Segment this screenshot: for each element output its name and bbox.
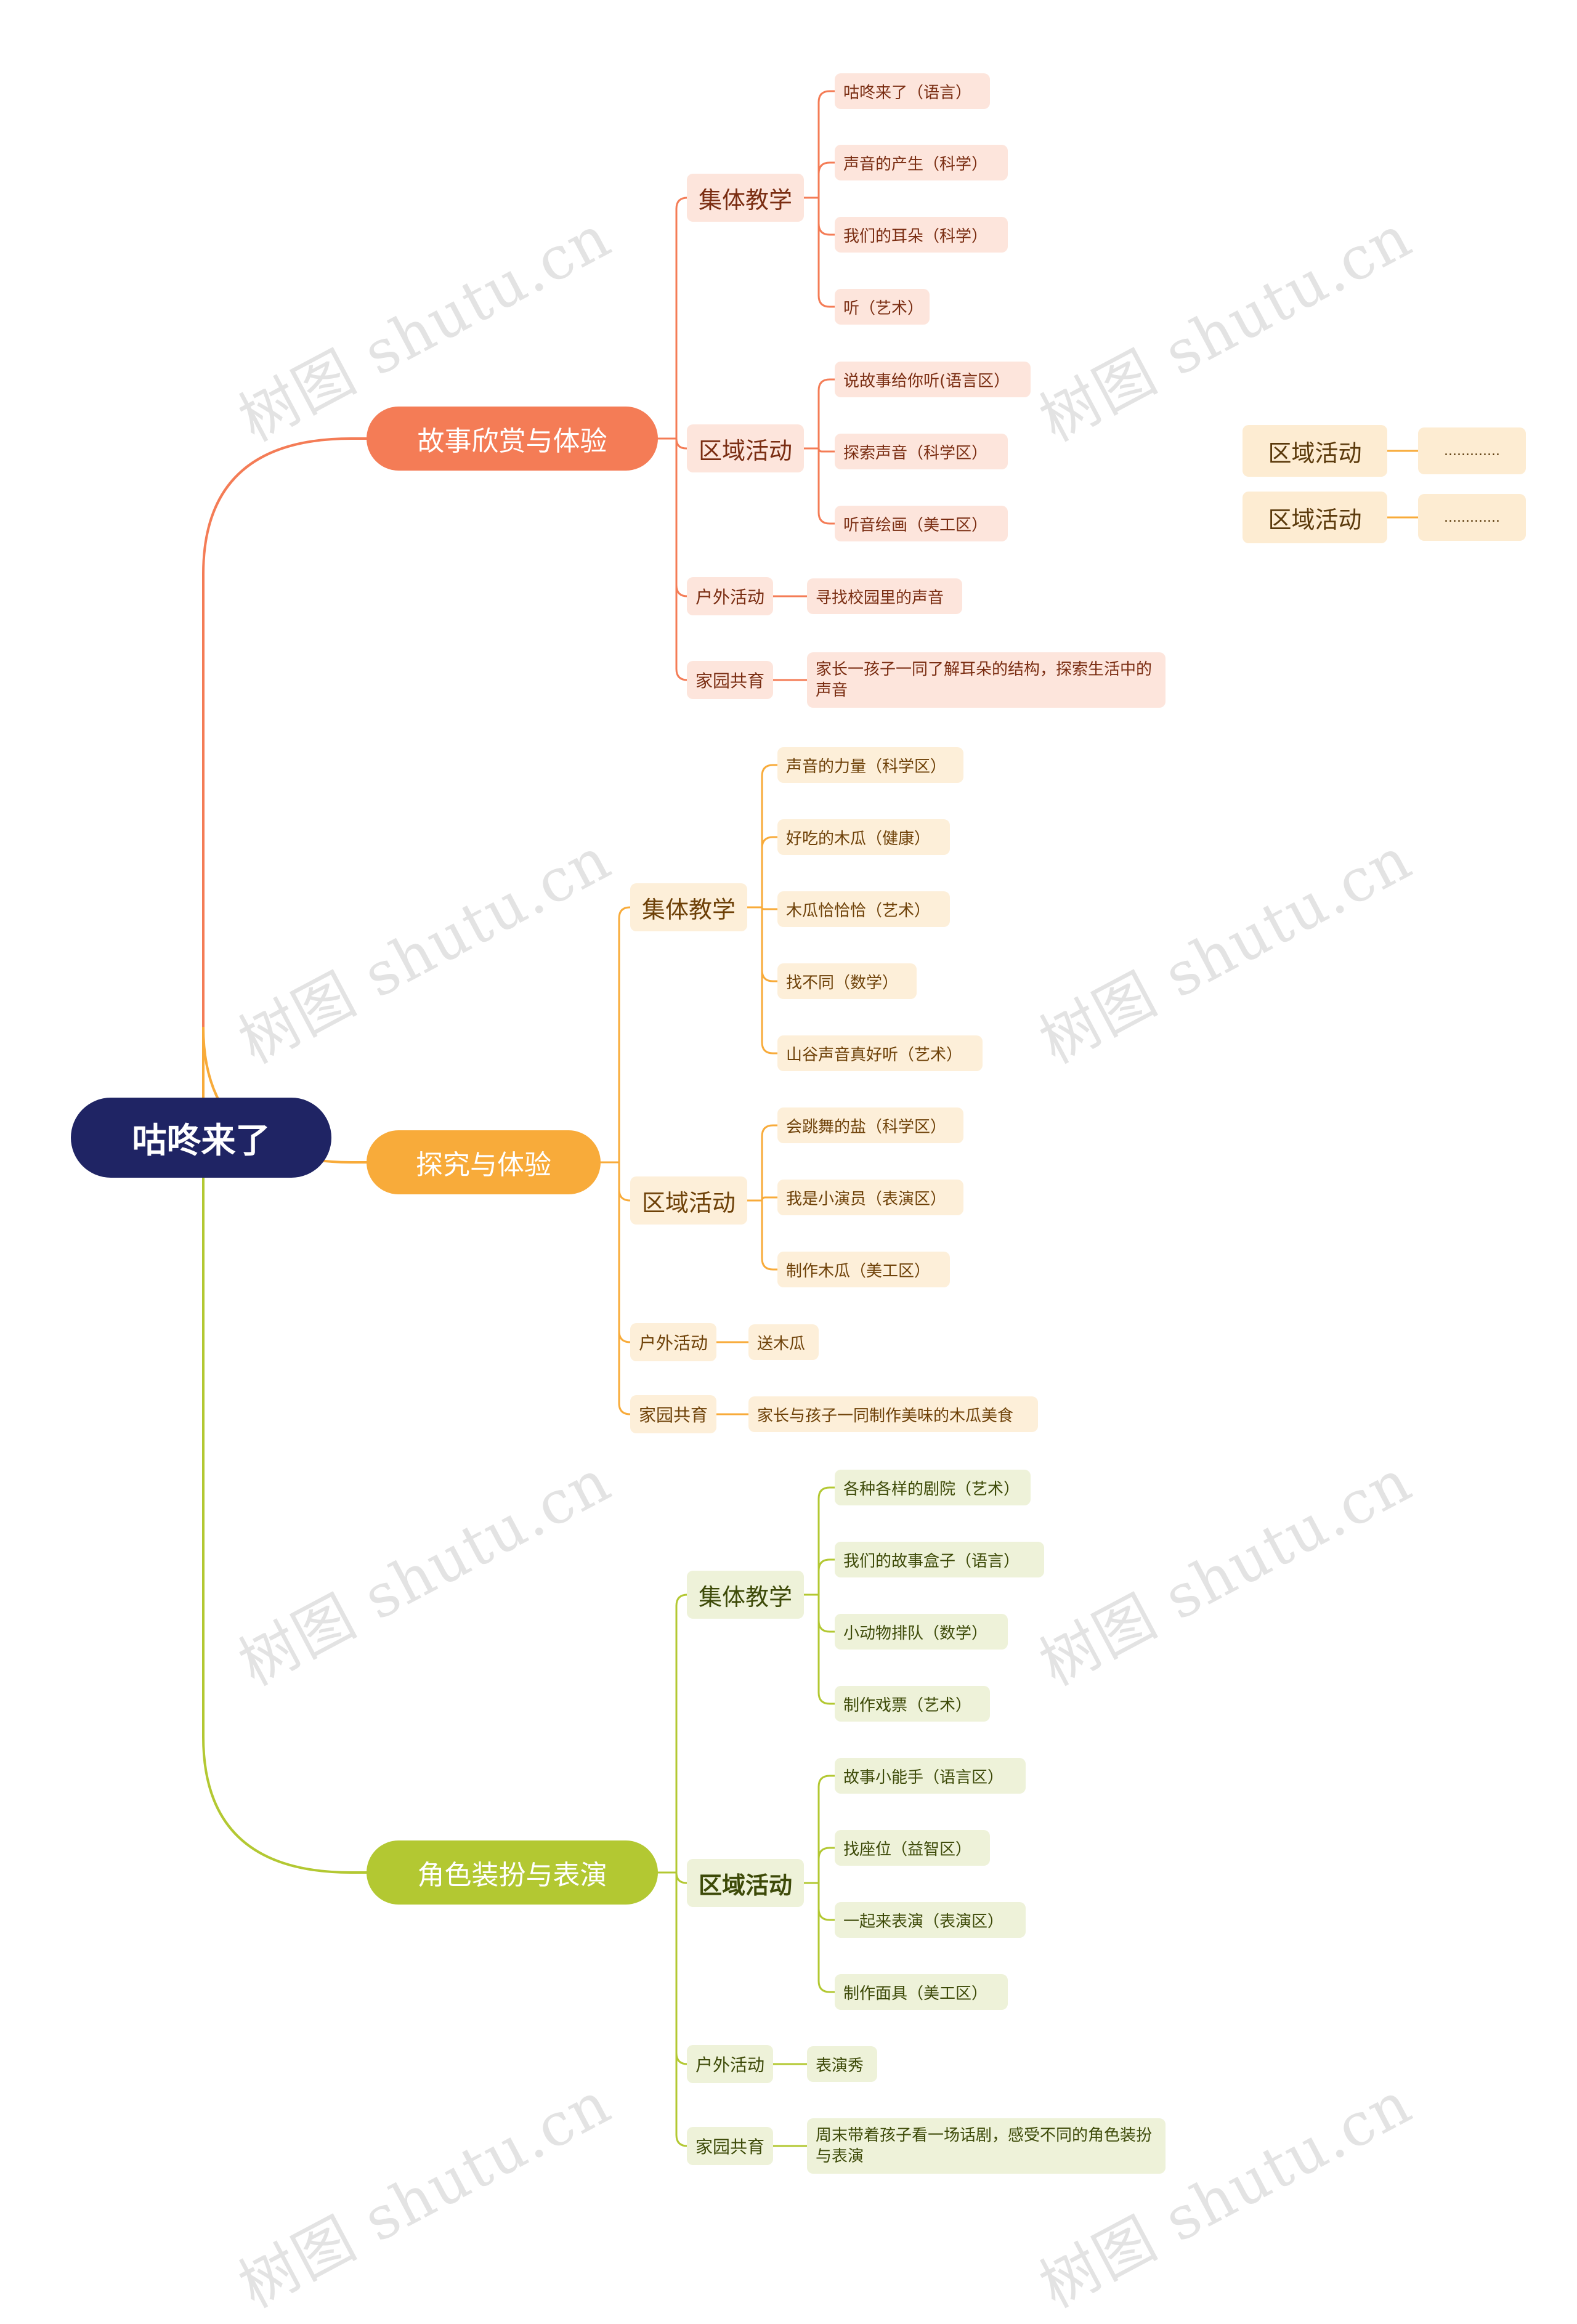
branch-3-group-2-item-3[interactable]: 一起来表演（表演区） <box>835 1902 1026 1938</box>
root-topic[interactable]: 咕咚来了 <box>71 1098 331 1178</box>
branch-3-group-2[interactable]: 区域活动 <box>687 1859 804 1907</box>
branch-3-topic[interactable]: 角色装扮与表演 <box>367 1840 658 1905</box>
floating-topic-1[interactable]: 区域活动 <box>1243 425 1387 477</box>
branch-2-group-1-item-1[interactable]: 声音的力量（科学区） <box>777 747 963 783</box>
branch-2-group-1-item-3[interactable]: 木瓜恰恰恰（艺术） <box>777 891 950 927</box>
branch-1-group-1-item-4[interactable]: 听（艺术） <box>835 289 930 325</box>
branch-3-group-2-item-4[interactable]: 制作面具（美工区） <box>835 1974 1008 2010</box>
branch-3-group-1-item-4[interactable]: 制作戏票（艺术） <box>835 1686 990 1722</box>
branch-2-group-1-item-5[interactable]: 山谷声音真好听（艺术） <box>777 1035 983 1071</box>
branch-1-group-2-item-3[interactable]: 听音绘画（美工区） <box>835 506 1008 541</box>
branch-3-group-4-item-1[interactable]: 周末带着孩子看一场话剧，感受不同的角色装扮与表演 <box>807 2118 1166 2174</box>
branch-2-group-3-item-1[interactable]: 送木瓜 <box>748 1324 819 1360</box>
branch-2-group-2-item-2[interactable]: 我是小演员（表演区） <box>777 1180 963 1215</box>
floating-topic-2[interactable]: 区域活动 <box>1243 492 1387 543</box>
branch-1-group-1-item-3[interactable]: 我们的耳朵（科学） <box>835 217 1008 253</box>
branch-1-group-2-item-1[interactable]: 说故事给你听(语言区） <box>835 362 1031 397</box>
mind-map-canvas: 树图 shutu.cn 树图 shutu.cn 树图 shutu.cn 树图 s… <box>71 73 1526 2321</box>
branch-1-group-2-item-2[interactable]: 探索声音（科学区） <box>835 434 1008 469</box>
branch-3-group-1-item-1[interactable]: 各种各样的剧院（艺术） <box>835 1470 1031 1505</box>
branch-2-group-2-item-1[interactable]: 会跳舞的盐（科学区） <box>777 1107 963 1143</box>
branch-2-group-2[interactable]: 区域活动 <box>630 1176 747 1225</box>
branch-3-group-4[interactable]: 家园共育 <box>687 2127 773 2165</box>
branch-1-group-2[interactable]: 区域活动 <box>687 424 804 472</box>
floating-topic-1-item[interactable]: ............. <box>1418 427 1526 474</box>
branch-2-group-2-item-3[interactable]: 制作木瓜（美工区） <box>777 1252 950 1287</box>
floating-topic-2-item[interactable]: ............. <box>1418 494 1526 541</box>
branch-2-group-4-item-1[interactable]: 家长与孩子一同制作美味的木瓜美食 <box>748 1396 1038 1432</box>
branch-3-group-2-item-1[interactable]: 故事小能手（语言区） <box>835 1758 1026 1794</box>
branch-3-group-1-item-2[interactable]: 我们的故事盒子（语言） <box>835 1542 1044 1577</box>
branch-2-topic[interactable]: 探究与体验 <box>367 1130 601 1194</box>
branch-1-group-1[interactable]: 集体教学 <box>687 174 804 222</box>
branch-2-group-1[interactable]: 集体教学 <box>630 883 747 931</box>
branch-3-group-3[interactable]: 户外活动 <box>687 2045 773 2083</box>
branch-2-group-3[interactable]: 户外活动 <box>630 1323 716 1361</box>
branch-2-group-1-item-2[interactable]: 好吃的木瓜（健康） <box>777 819 950 855</box>
branch-1-group-1-item-2[interactable]: 声音的产生（科学） <box>835 145 1008 180</box>
branch-3-group-3-item-1[interactable]: 表演秀 <box>807 2046 877 2082</box>
branch-1-topic[interactable]: 故事欣赏与体验 <box>367 407 658 471</box>
branch-1-group-4-item-1[interactable]: 家长一孩子一同了解耳朵的结构，探索生活中的声音 <box>807 652 1166 708</box>
branch-1-group-1-item-1[interactable]: 咕咚来了（语言） <box>835 73 990 109</box>
branch-3-group-1-item-3[interactable]: 小动物排队（数学） <box>835 1614 1008 1650</box>
branch-1-group-3-item-1[interactable]: 寻找校园里的声音 <box>807 578 962 614</box>
branch-2-group-1-item-4[interactable]: 找不同（数学） <box>777 963 917 999</box>
branch-3-group-2-item-2[interactable]: 找座位（益智区） <box>835 1830 990 1866</box>
branch-1-group-3[interactable]: 户外活动 <box>687 577 773 615</box>
branch-1-group-4[interactable]: 家园共育 <box>687 661 773 699</box>
branch-2-group-4[interactable]: 家园共育 <box>630 1395 716 1433</box>
branch-3-group-1[interactable]: 集体教学 <box>687 1571 804 1619</box>
